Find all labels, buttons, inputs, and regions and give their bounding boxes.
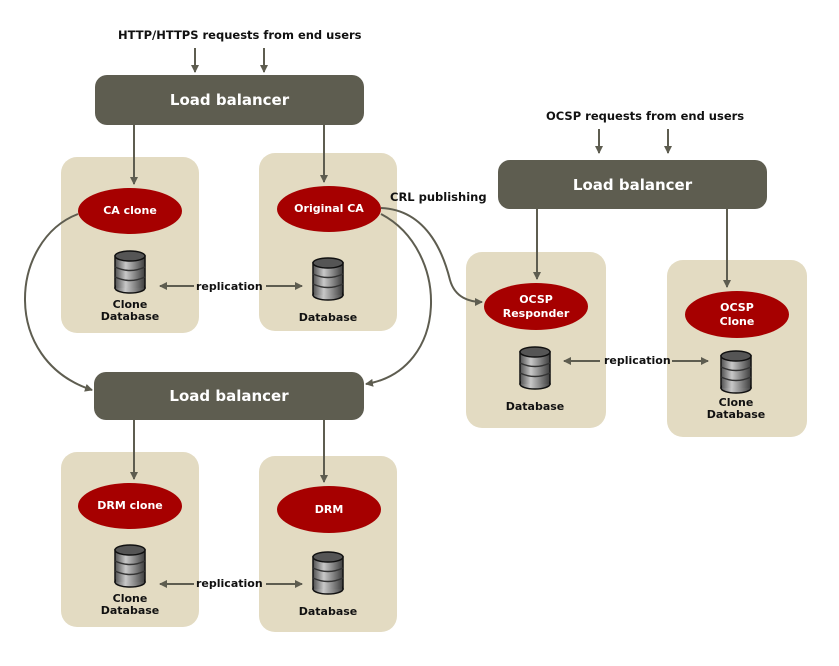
ocsp-requests-label: OCSP requests from end users (546, 109, 745, 123)
database-icon (519, 346, 551, 390)
ocsp-load-balancer[interactable]: Load balancer (498, 160, 767, 209)
database-icon (312, 257, 344, 301)
drm-load-balancer[interactable]: Load balancer (94, 372, 364, 420)
ocsp-replication-label: replication (604, 354, 671, 367)
database-icon (114, 544, 146, 588)
drm-clone-node[interactable]: DRM clone (78, 483, 182, 529)
ocsp-responder-panel (466, 252, 606, 428)
ca-clone-node[interactable]: CA clone (78, 188, 182, 234)
http-requests-label: HTTP/HTTPS requests from end users (118, 28, 362, 42)
original-ca-db-label: Database (298, 311, 358, 324)
drm-clone-panel (61, 452, 199, 627)
database-icon (720, 350, 752, 394)
drm-node[interactable]: DRM (277, 486, 381, 533)
ocsp-clone-db-label: Clone Database (706, 396, 766, 421)
ocsp-responder-node[interactable]: OCSP Responder (484, 283, 588, 330)
original-ca-panel (259, 153, 397, 331)
drm-db-label: Database (298, 605, 358, 618)
drm-clone-db-label: Clone Database (100, 592, 160, 617)
database-icon (312, 551, 344, 595)
ca-clone-db-label: Clone Database (100, 298, 160, 323)
original-ca-node[interactable]: Original CA (277, 186, 381, 232)
drm-replication-label: replication (196, 577, 263, 590)
ocsp-clone-panel (667, 260, 807, 437)
crl-publishing-label: CRL publishing (390, 190, 487, 204)
ocsp-responder-db-label: Database (505, 400, 565, 413)
ca-load-balancer[interactable]: Load balancer (95, 75, 364, 125)
ocsp-clone-node[interactable]: OCSP Clone (685, 291, 789, 338)
ca-replication-label: replication (196, 280, 263, 293)
database-icon (114, 250, 146, 294)
drm-panel (259, 456, 397, 632)
